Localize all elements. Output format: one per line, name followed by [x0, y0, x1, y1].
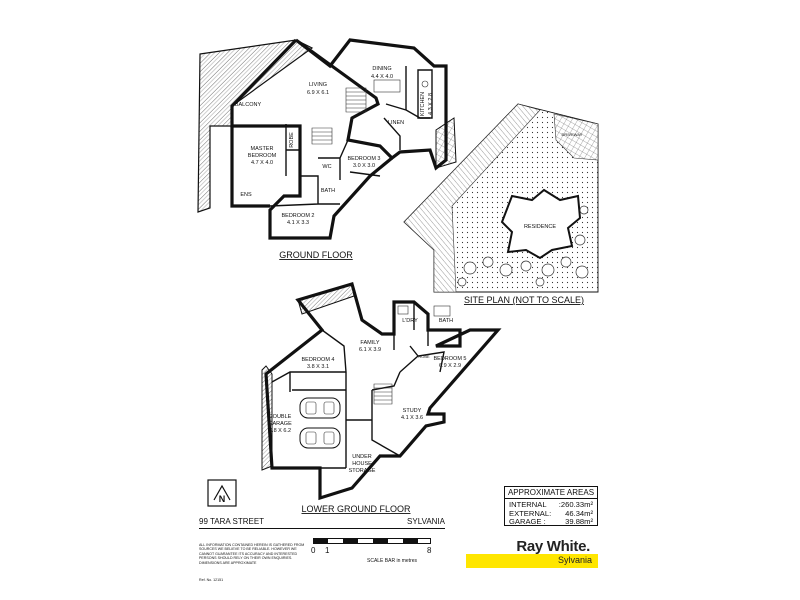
wc-label: WC: [322, 164, 331, 170]
master-dim: 4.7 X 4.0: [251, 160, 273, 166]
dining-label: DINING: [372, 66, 391, 72]
ground-internal-walls: [269, 66, 430, 207]
site-pool-area: [553, 113, 599, 161]
bedroom2-dim: 4.1 X 3.3: [287, 220, 309, 226]
site-driveway: [403, 103, 541, 293]
storage-label-3: STORAGE: [349, 468, 376, 474]
bedroom2-label: BEDROOM 2: [281, 213, 314, 219]
north-label: N: [219, 494, 226, 504]
site-driveway-label: DRIVEWAY: [562, 132, 583, 137]
scale-caption: SCALE BAR in metres: [367, 558, 418, 564]
area-row: GARAGE : 39.88m²: [509, 517, 593, 527]
garage-cars: [299, 397, 341, 449]
bedroom5-dim: 6.9 X 2.9: [439, 363, 461, 369]
scale-bar-segment: [403, 538, 418, 544]
scale-bar-segment: [373, 538, 388, 544]
laundry-tub: [397, 305, 409, 315]
balcony-label: BALCONY: [235, 102, 262, 108]
ground-living-wall: [230, 38, 394, 240]
master-label-2: BEDROOM: [248, 153, 277, 159]
scale-tick-1: 1: [325, 546, 330, 555]
bedroom5-label: BEDROOM 5: [433, 356, 466, 362]
lower-internal-walls: [271, 302, 445, 469]
bedroom4-label: BEDROOM 4: [301, 357, 334, 363]
bath-fixtures: [433, 305, 451, 317]
kitchen-bench: [417, 69, 433, 119]
agency-logo: Ray White.: [516, 538, 590, 555]
site-residence-outline: [500, 188, 582, 260]
area-value: :260.33m²: [558, 500, 593, 509]
garage-label-2: GARAGE: [268, 421, 292, 427]
ground-floor-title: GROUND FLOOR: [279, 250, 353, 260]
address-bar: 99 TARA STREET SYLVANIA: [199, 517, 445, 529]
areas-header: APPROXIMATE AREAS: [505, 487, 597, 499]
storage-label-2: HOUSE: [352, 461, 372, 467]
site-residence-label: RESIDENCE: [524, 224, 556, 230]
site-plan-title: SITE PLAN (NOT TO SCALE): [464, 295, 584, 305]
area-label: INTERNAL: [509, 500, 547, 509]
study-dim: 4.1 X 3.6: [401, 415, 423, 421]
laundry-label: L'DRY: [402, 318, 418, 324]
family-dim: 6.1 X 3.9: [359, 347, 381, 353]
reference-number: Ref. No. 12151: [199, 578, 224, 582]
ensuite-label: ENS: [240, 192, 252, 198]
master-label: MASTER: [251, 146, 274, 152]
dining-dim: 4.4 X 4.0: [371, 74, 393, 80]
area-value: 39.88m²: [565, 517, 593, 526]
bedroom3-label: BEDROOM 3: [347, 156, 380, 162]
lower-robe-label: ROBE: [418, 354, 430, 359]
storage-label: UNDER: [352, 454, 372, 460]
lower-bath-label: BATH: [439, 318, 453, 324]
scale-bar: 0 1 8 SCALE BAR in metres: [311, 538, 433, 568]
approximate-areas-box: APPROXIMATE AREAS INTERNAL :260.33m² EXT…: [504, 486, 598, 526]
robe-label: ROBE: [289, 132, 295, 148]
lower-floor-plan: FAMILY 6.1 X 3.9 L'DRY BATH BEDROOM 4 3.…: [261, 282, 502, 514]
scale-tick-0: 0: [311, 546, 316, 555]
lower-stairs: [373, 383, 393, 405]
study-label: STUDY: [403, 408, 422, 414]
kitchen-sink: [421, 80, 429, 88]
garage-dim: 6.8 X 6.2: [269, 428, 291, 434]
scale-bar-segment: [343, 538, 358, 544]
site-trees: [457, 205, 589, 287]
ground-outer-walls: [295, 38, 448, 171]
disclaimer-text: ALL INFORMATION CONTAINED HEREIN IS GATH…: [199, 543, 305, 565]
living-label: LIVING: [309, 82, 327, 88]
area-value: 46.34m²: [565, 508, 593, 518]
agency-branding: Ray White. Sylvania: [466, 532, 598, 572]
area-row: INTERNAL :260.33m²: [509, 500, 593, 510]
bath-label: BATH: [321, 188, 335, 194]
north-arrow-icon: N: [207, 479, 237, 507]
agency-office: Sylvania: [557, 555, 592, 565]
kitchen-label: KITCHEN: [420, 92, 426, 116]
bedroom3-dim: 3.0 X 3.0: [353, 163, 375, 169]
garage-label: DOUBLE: [269, 414, 292, 420]
lower-floor-title: LOWER GROUND FLOOR: [301, 504, 411, 514]
agency-yellow-bar: Sylvania: [466, 554, 598, 568]
area-label: GARAGE :: [509, 517, 546, 526]
living-dim: 6.9 X 6.1: [307, 90, 329, 96]
ground-stairs: [311, 87, 367, 145]
ground-bed-wall: [230, 126, 270, 208]
suburb: SYLVANIA: [407, 517, 445, 526]
area-label: EXTERNAL:: [509, 508, 552, 518]
lower-outer-walls: [264, 282, 502, 501]
area-row: EXTERNAL: 46.34m²: [509, 508, 593, 519]
bedroom4-dim: 3.8 X 3.1: [307, 364, 329, 370]
ground-floor-plan: LIVING 6.9 X 6.1 DINING 4.4 X 4.0 KITCHE…: [197, 38, 457, 260]
kitchen-dim: 4.3 X 2.8: [428, 93, 434, 115]
dining-table: [373, 79, 401, 93]
scale-bar-segment: [313, 538, 328, 544]
linen-label: LINEN: [388, 120, 404, 126]
family-label: FAMILY: [360, 340, 379, 346]
site-plan: RESIDENCE DRIVEWAY SITE PLAN (NOT TO SCA…: [403, 103, 599, 305]
scale-tick-8: 8: [427, 546, 432, 555]
street-address: 99 TARA STREET: [199, 517, 265, 526]
